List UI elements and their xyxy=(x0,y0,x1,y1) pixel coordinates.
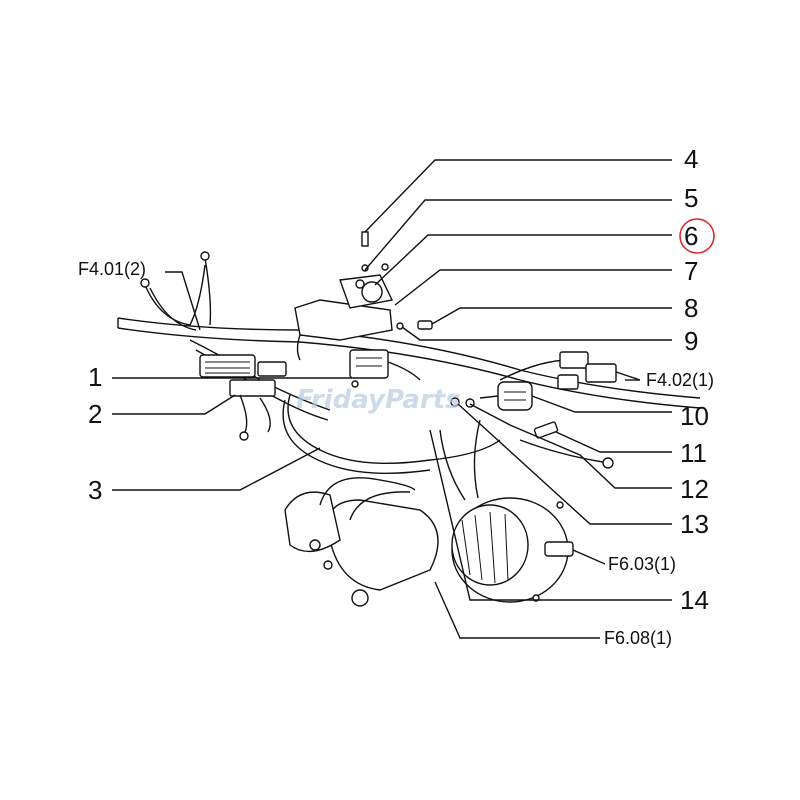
alternator xyxy=(439,419,574,603)
callout-3: 3 xyxy=(88,475,102,505)
callout-10: 10 xyxy=(680,401,709,431)
callout-2: 2 xyxy=(88,399,102,429)
callout-6: 6 xyxy=(684,221,698,251)
relay-box xyxy=(349,349,421,388)
callout-11: 11 xyxy=(680,438,707,468)
starter-motor xyxy=(284,477,439,607)
battery-cables xyxy=(140,251,212,331)
reference-f6-03: F6.03(1) xyxy=(608,554,676,574)
callout-5: 5 xyxy=(684,183,698,213)
callout-4: 4 xyxy=(684,144,698,174)
leader-lines xyxy=(112,159,672,639)
callout-12: 12 xyxy=(680,474,709,504)
reference-f6-08: F6.08(1) xyxy=(604,628,672,648)
watermark-text: FridayParts xyxy=(296,385,461,415)
callout-labels: 4 5 6 7 8 9 1 2 3 10 11 12 13 14 F4.01(2… xyxy=(78,144,715,648)
callout-1: 1 xyxy=(88,362,102,392)
callout-7: 7 xyxy=(684,256,698,286)
loop-wire xyxy=(282,394,501,475)
reference-f4-01: F4.01(2) xyxy=(78,259,146,279)
small-sensors xyxy=(450,397,614,469)
highlight-ring xyxy=(679,218,715,254)
bracket-assembly xyxy=(294,231,433,361)
connector-cluster-left xyxy=(199,354,287,441)
callout-9: 9 xyxy=(684,326,698,356)
reference-f4-02: F4.02(1) xyxy=(646,370,714,390)
callout-14: 14 xyxy=(680,585,709,615)
oil-pressure-sensor xyxy=(479,381,533,411)
connector-cluster-right xyxy=(499,351,641,390)
callout-13: 13 xyxy=(680,509,709,539)
callout-8: 8 xyxy=(684,293,698,323)
